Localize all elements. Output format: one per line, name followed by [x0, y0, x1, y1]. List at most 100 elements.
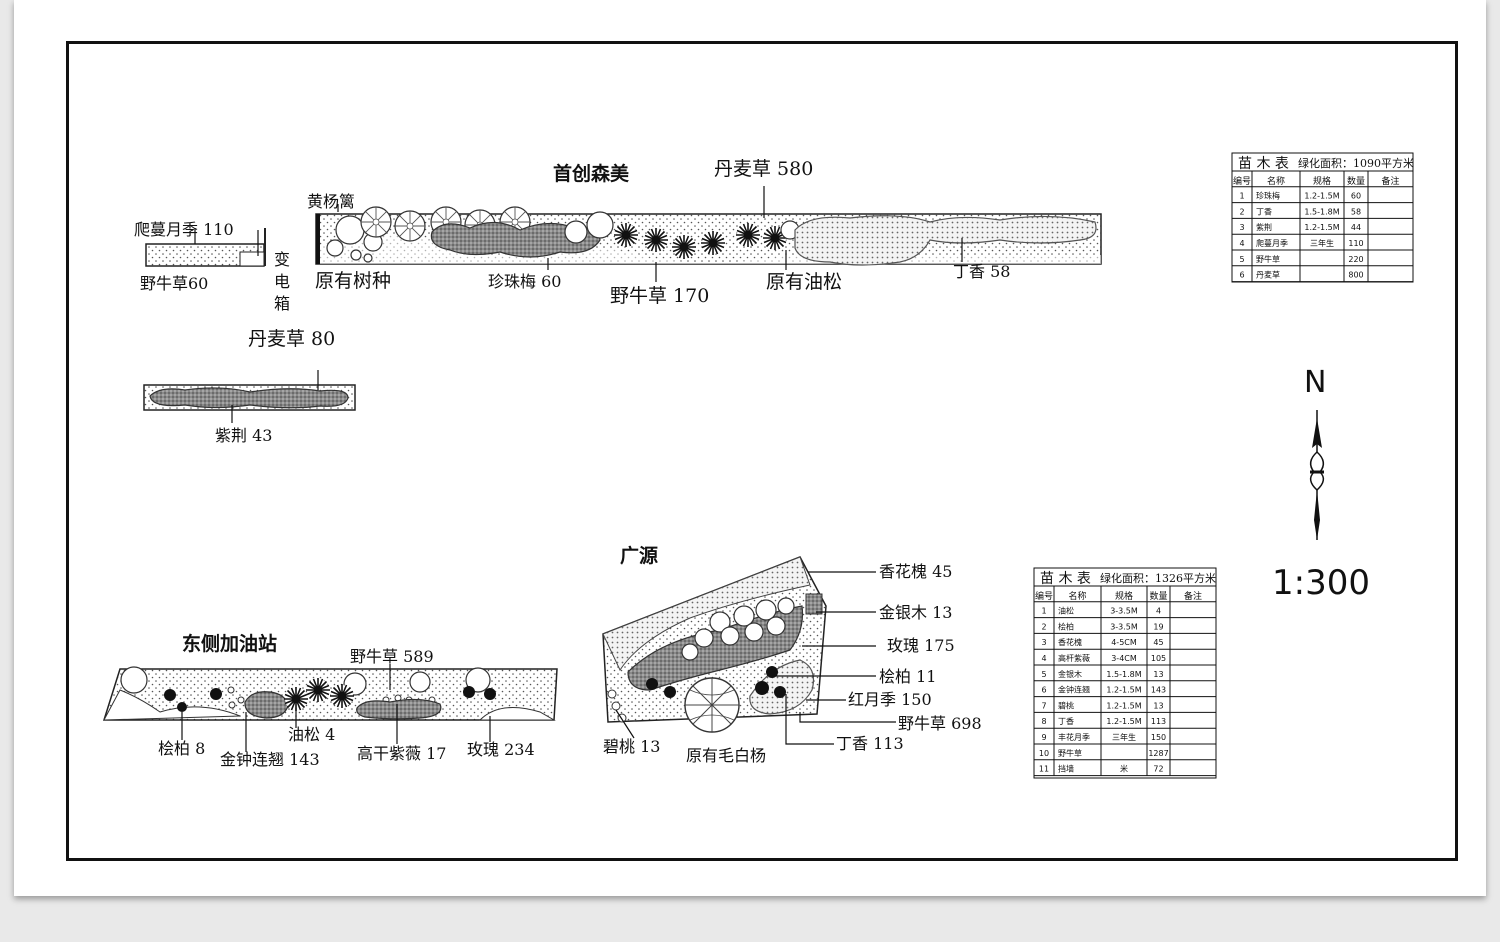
- table-cell: 6: [1041, 686, 1046, 695]
- pine-tree: [283, 686, 309, 712]
- tree-xianghuahuai: [766, 616, 786, 636]
- tree-xianghuahuai: [709, 611, 731, 633]
- guibai-tree: [210, 688, 222, 700]
- table-cell: 1: [1041, 607, 1046, 616]
- table-header-cell: 备注: [1184, 590, 1202, 602]
- label-yeniucao-698: 野牛草 698: [898, 714, 982, 733]
- shrub-zhenzhumei: [430, 221, 601, 258]
- label-gaoganziwei-17: 高干紫薇 17: [357, 744, 446, 763]
- table-cell: 1.2-1.5M: [1106, 686, 1141, 695]
- label-maobaiyang: 原有毛白杨: [686, 746, 766, 765]
- table-cell: 45: [1153, 638, 1163, 647]
- tree-outline: [120, 666, 148, 694]
- existing-tree: [363, 253, 373, 263]
- table-cell: 野牛草: [1058, 748, 1082, 758]
- shrub-jinzhong: [244, 691, 289, 719]
- label-guibai-11: 桧柏 11: [879, 667, 936, 686]
- table-cell: 三年生: [1112, 732, 1136, 742]
- table-cell: 金钟连翘: [1058, 685, 1090, 695]
- pine-tree: [329, 683, 355, 709]
- table1-title: 苗 木 表: [1238, 156, 1289, 172]
- table-cell: 4-5CM: [1111, 638, 1137, 647]
- table-cell: 爬蔓月季: [1256, 238, 1288, 248]
- table-cell: 4: [1041, 654, 1046, 663]
- table-header-cell: 名称: [1267, 175, 1285, 187]
- shrub-jinyinmu: [805, 593, 823, 615]
- table-cell: 220: [1348, 255, 1363, 264]
- table-cell: 5: [1239, 255, 1244, 264]
- label-danmai-580: 丹麦草 580: [714, 158, 813, 180]
- table-cell: 3: [1041, 638, 1046, 647]
- label-guibai-8: 桧柏 8: [158, 739, 205, 758]
- table-cell: 9: [1041, 733, 1046, 742]
- table-header-cell: 数量: [1347, 175, 1365, 187]
- table-cell: 三年生: [1310, 238, 1334, 248]
- table-cell: 丁香: [1256, 206, 1272, 216]
- table-cell: 7: [1041, 701, 1046, 710]
- drawing-sheet: [14, 0, 1486, 896]
- pine-tree: [613, 222, 639, 248]
- site-dongce: 东侧加油站 野牛草 589 桧柏 8 金钟连翘 143: [102, 632, 558, 769]
- table-cell: 8: [1041, 717, 1046, 726]
- table-cell: 丰花月季: [1058, 732, 1090, 742]
- transformer-box: [239, 251, 265, 267]
- tree-xianghuahuai: [720, 626, 740, 646]
- label-yeniucao-left: 野牛草60: [140, 274, 208, 293]
- guibai-tree: [646, 678, 658, 690]
- table-cell: 150: [1151, 733, 1166, 742]
- tree-xianghuahuai: [744, 622, 764, 642]
- guibai-tree: [463, 686, 475, 698]
- existing-tree: [335, 215, 365, 245]
- pine-tree: [305, 677, 331, 703]
- label-dingxiang-58: 丁香 58: [953, 262, 1010, 281]
- shrub-gaoganziwei: [356, 698, 442, 720]
- table-header-cell: 备注: [1381, 175, 1399, 187]
- shrub-zijing: [149, 387, 349, 409]
- table-cell: 4: [1239, 239, 1244, 248]
- site-title-guangyuan: 广源: [620, 544, 658, 567]
- table-cell: 香花槐: [1058, 637, 1082, 647]
- guibai-tree: [774, 686, 786, 698]
- existing-tree: [350, 249, 362, 261]
- table-cell: 60: [1351, 192, 1361, 201]
- table-cell: 58: [1351, 207, 1361, 216]
- tree-outline: [465, 667, 491, 693]
- table-header-cell: 编号: [1035, 590, 1053, 602]
- site-title-dongce: 东侧加油站: [182, 632, 277, 655]
- table-cell: 5: [1041, 670, 1046, 679]
- label-danmai-80: 丹麦草 80: [248, 328, 335, 350]
- table2-title: 苗 木 表: [1040, 571, 1091, 587]
- pine-tree: [643, 227, 669, 253]
- label-xianghuahuai-45: 香花槐 45: [879, 562, 952, 581]
- label-dingxiang-113: 丁香 113: [836, 734, 904, 753]
- label-bitao-13: 碧桃 13: [603, 737, 660, 756]
- table-cell: 2: [1041, 622, 1046, 631]
- table1-subtitle: 绿化面积：1090平方米: [1298, 156, 1414, 170]
- label-yuanyouyousong: 原有油松: [766, 271, 842, 293]
- label-xiang: 箱: [274, 294, 290, 313]
- guibai-tree: [177, 702, 187, 712]
- existing-tree: [586, 211, 614, 239]
- table-cell: 1.5-1.8M: [1304, 207, 1339, 216]
- tree-xianghuahuai: [755, 599, 777, 621]
- table-cell: 3-3.5M: [1110, 622, 1138, 631]
- table-cell: 105: [1151, 654, 1166, 663]
- table-cell: 2: [1239, 207, 1244, 216]
- table-cell: 1: [1239, 192, 1244, 201]
- label-yeniucao-170: 野牛草 170: [610, 285, 709, 307]
- table-cell: 13: [1153, 670, 1163, 679]
- table-cell: 3-4CM: [1111, 654, 1137, 663]
- table-cell: 11: [1039, 765, 1049, 774]
- table-cell: 野牛草: [1256, 254, 1280, 264]
- label-yuanyoushuzhong: 原有树种: [315, 270, 391, 292]
- table-cell: 1.2-1.5M: [1304, 223, 1339, 232]
- table-cell: 19: [1153, 622, 1163, 631]
- existing-tree: [564, 220, 588, 244]
- north-arrow: N: [1304, 365, 1326, 540]
- table-cell: 800: [1348, 271, 1363, 280]
- north-label: N: [1304, 365, 1326, 400]
- table-cell: 丹麦草: [1256, 270, 1280, 280]
- pine-tree: [700, 230, 726, 256]
- label-meigui-175: 玫瑰 175: [887, 636, 955, 655]
- shrub-dingxiang: [794, 215, 1097, 266]
